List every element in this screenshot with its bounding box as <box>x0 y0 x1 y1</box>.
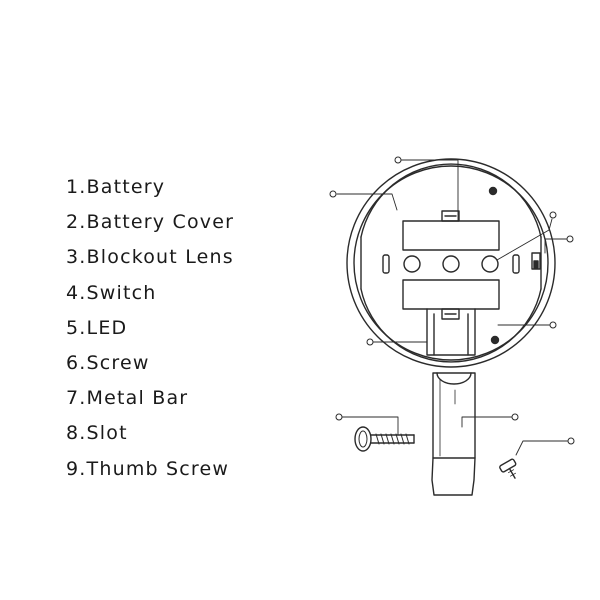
legend-item-led: 5.LED <box>66 316 128 339</box>
callout-marker <box>329 190 337 198</box>
battery-bottom-body <box>402 279 500 310</box>
slot-right <box>512 254 520 274</box>
legend-item-slot: 8.Slot <box>66 422 128 445</box>
screw-bottom-right <box>490 335 500 345</box>
legend-item-thumb-screw: 9.Thumb Screw <box>66 457 230 480</box>
legend-item-metal-bar: 7.Metal Bar <box>66 387 189 410</box>
legend-item-battery-cover: 2.Battery Cover <box>66 211 235 234</box>
switch-knob <box>533 260 539 269</box>
callout-marker <box>394 156 402 164</box>
callout-marker <box>549 321 557 329</box>
legend-item-screw: 6.Screw <box>66 351 150 374</box>
battery-bottom <box>402 279 500 320</box>
led-row <box>403 255 499 273</box>
metal-bar-body <box>431 372 476 496</box>
metal-bar <box>431 372 476 496</box>
housing <box>346 158 556 368</box>
screw-top-right <box>488 186 498 196</box>
thumb-screw-threads <box>375 433 410 445</box>
metal-bar-notch <box>436 372 472 385</box>
thumb-screw-head <box>354 426 372 452</box>
callout-marker <box>366 338 374 346</box>
callout-marker <box>566 235 574 243</box>
battery-cover-outline <box>360 163 542 238</box>
callout-marker <box>511 413 519 421</box>
mount-bracket <box>426 308 476 356</box>
battery-top-terminal <box>441 210 460 222</box>
battery-top <box>402 210 500 251</box>
battery-top-body <box>402 220 500 251</box>
battery-bottom-terminal <box>441 308 460 320</box>
small-screw <box>499 458 517 479</box>
callout-marker <box>335 413 343 421</box>
parts-legend: 1.Battery 2.Battery Cover 3.Blockout Len… <box>66 172 234 489</box>
housing-screws <box>488 186 500 345</box>
slot-left <box>382 254 390 274</box>
housing-outer-ring <box>346 158 556 368</box>
callout-markers <box>329 156 575 445</box>
small-screw-head <box>499 458 517 473</box>
housing-inner-ring <box>353 165 549 361</box>
lower-cover-outline <box>360 288 542 363</box>
switch-body <box>531 252 541 270</box>
switch <box>531 252 541 270</box>
thumb-screw <box>354 426 415 452</box>
legend-item-blockout-lens: 3.Blockout Lens <box>66 246 234 269</box>
callout-marker <box>567 437 575 445</box>
legend-item-battery: 1.Battery <box>66 176 166 198</box>
callout-marker <box>549 211 557 219</box>
callout-lines <box>336 159 569 456</box>
legend-item-switch: 4.Switch <box>66 281 157 304</box>
